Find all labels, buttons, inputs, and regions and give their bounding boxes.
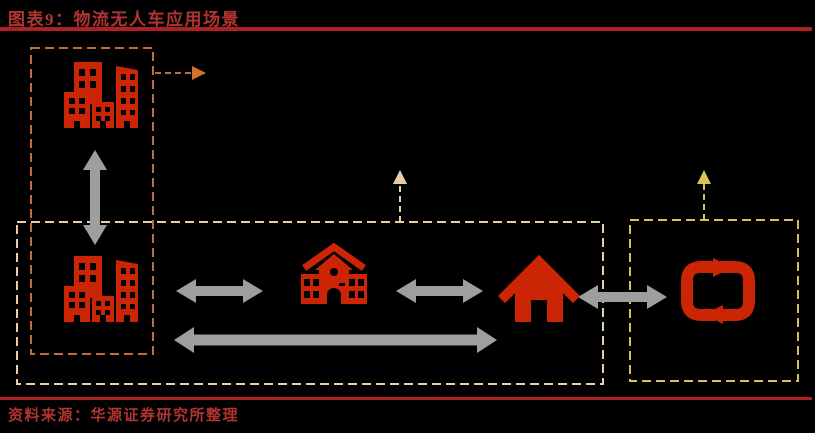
city-buildings-shapes [64, 256, 138, 322]
dashed-arrow-right-head [192, 66, 206, 80]
recycle-left-loop [681, 261, 716, 321]
school-home-double-arrow [396, 279, 483, 303]
building-windows [69, 263, 135, 322]
buildings-home-long-double-arrow [174, 327, 497, 353]
city-buildings-icon-top [64, 62, 138, 128]
home-door [531, 300, 547, 322]
recycle-right-loop [720, 261, 755, 321]
school-wing-left [301, 274, 321, 304]
home-roof [497, 254, 581, 304]
dashed-arrow-up-center [393, 170, 407, 222]
h-arrow-long-head-left [174, 327, 194, 353]
school-door [327, 288, 341, 304]
recycle-loop-icon [681, 258, 755, 324]
h-arrow2-head-right [463, 279, 483, 303]
figure-title: 图表9：物流无人车应用场景 [8, 10, 240, 29]
buildings-column-box [30, 47, 154, 355]
h-arrow1-head-right [243, 279, 263, 303]
v-arrow-head-top [83, 150, 107, 170]
home-body [515, 269, 563, 322]
school-icon [301, 242, 367, 304]
school-tower-roof [315, 254, 353, 270]
school-wing-right [347, 274, 367, 304]
v-arrow-head-bottom [83, 225, 107, 245]
recycle-arrowhead-bottom [704, 305, 723, 324]
h-arrow3-head-left [578, 285, 598, 309]
dashed-arrow-up-right [697, 170, 711, 220]
home-icon [497, 254, 581, 322]
dashed-arrow-up-right-head [697, 170, 711, 184]
school-windows [304, 268, 364, 298]
city-buildings-icon-bottom [64, 256, 138, 322]
buildings-vertical-double-arrow [83, 150, 107, 245]
source-overline [0, 397, 812, 400]
source-text: 资料来源：华源证券研究所整理 [8, 408, 240, 424]
bottom-region-box [16, 221, 604, 385]
building-windows [69, 69, 135, 128]
buildings-school-double-arrow [176, 279, 263, 303]
h-arrow-long-head-right [477, 327, 497, 353]
title-underline [0, 27, 812, 31]
home-recycle-double-arrow [578, 285, 667, 309]
h-arrow2-head-left [396, 279, 416, 303]
dashed-arrow-up-center-head [393, 170, 407, 184]
h-arrow3-head-right [647, 285, 667, 309]
city-buildings-shapes [64, 62, 138, 128]
school-outer-roof [302, 242, 366, 271]
dashed-arrow-right-from-buildings [155, 66, 206, 80]
h-arrow1-head-left [176, 279, 196, 303]
